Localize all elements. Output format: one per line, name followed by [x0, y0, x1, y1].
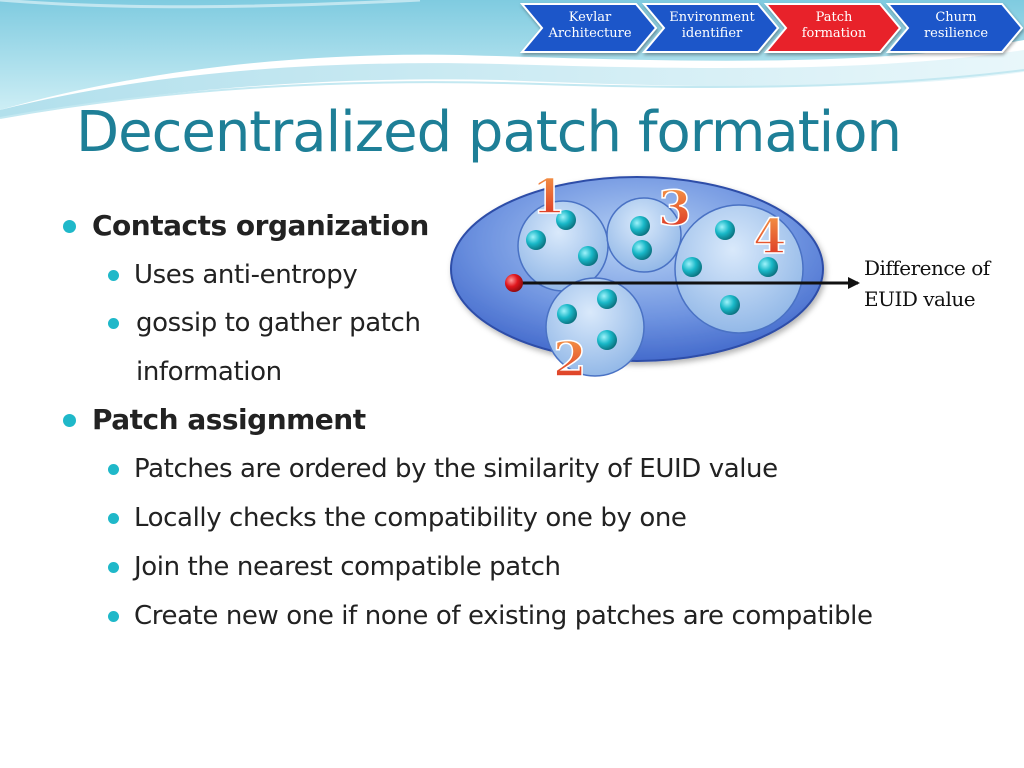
- patch-node: [630, 216, 650, 236]
- bullet-anti-entropy-line-2: gossip to gather patch: [136, 308, 421, 338]
- patch-node: [632, 240, 652, 260]
- nav-label-churn-resilience[interactable]: Churn resilience: [923, 10, 989, 41]
- patch-node: [597, 289, 617, 309]
- patch-number-1: 1: [532, 170, 565, 225]
- nav-item-churn-resilience[interactable]: [885, 3, 1024, 53]
- bullet-ordered-by-similarity: Patches are ordered by the similarity of…: [60, 445, 980, 494]
- nav-label-environment-identifier[interactable]: Environment identifier: [669, 10, 755, 41]
- patch-node: [526, 230, 546, 250]
- nav-label-kevlar-architecture[interactable]: Kevlar Architecture: [548, 10, 632, 41]
- patch-node: [556, 210, 576, 230]
- origin-node: [505, 274, 523, 292]
- slide-title: Decentralized patch formation: [76, 100, 902, 165]
- nav-item-environment-identifier[interactable]: [641, 3, 780, 53]
- patch-node: [682, 257, 702, 277]
- patch-number-2: 2: [553, 332, 586, 388]
- section-navigation: [519, 3, 1024, 53]
- patch-node: [578, 246, 598, 266]
- patch-node: [758, 257, 778, 277]
- bullet-anti-entropy-line-3: information: [136, 357, 282, 387]
- bullet-list: Contacts organization Uses anti-entropy …: [60, 205, 980, 641]
- bullet-patch-assignment: Patch assignment: [60, 399, 980, 445]
- patch-number-3: 3: [658, 181, 691, 237]
- patch-4-circle: [674, 204, 804, 334]
- nav-item-patch-formation[interactable]: [763, 3, 902, 53]
- bullet-create-new: Create new one if none of existing patch…: [60, 592, 980, 641]
- patch-diagram: 1 3 4 2: [450, 170, 860, 389]
- patch-number-4: 4: [753, 209, 786, 265]
- bullet-checks-compatibility: Locally checks the compatibility one by …: [60, 494, 980, 543]
- patch-node: [597, 330, 617, 350]
- patch-2-circle: [545, 277, 645, 377]
- patch-node: [715, 220, 735, 240]
- patch-node: [720, 295, 740, 315]
- bullet-contacts-organization: Contacts organization: [60, 205, 980, 251]
- bullet-anti-entropy: Uses anti-entropy: [60, 251, 980, 300]
- patch-node: [557, 304, 577, 324]
- bullet-anti-entropy-line-1: Uses anti-entropy: [134, 260, 358, 290]
- nav-item-kevlar-architecture[interactable]: [519, 3, 658, 53]
- nav-label-patch-formation[interactable]: Patch formation: [801, 10, 867, 41]
- bullet-anti-entropy-continued: gossip to gather patch information: [60, 299, 434, 397]
- bullet-join-nearest: Join the nearest compatible patch: [60, 543, 980, 592]
